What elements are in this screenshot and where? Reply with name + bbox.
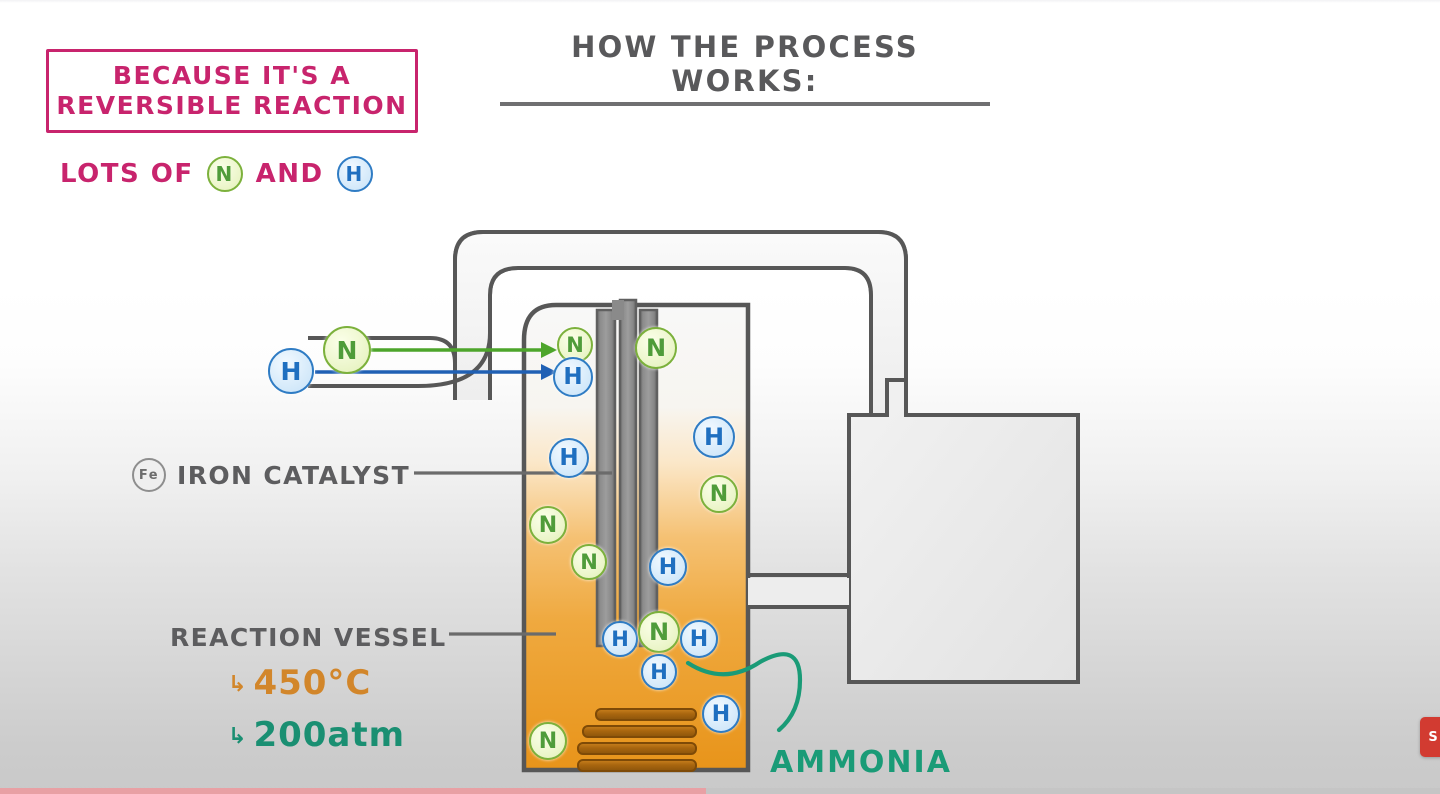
- video-progress-track[interactable]: [0, 788, 1440, 794]
- frame-top-edge: [0, 0, 1440, 3]
- iron-symbol-icon: Fe: [132, 458, 166, 492]
- heater-coils: [577, 708, 697, 772]
- nitrogen-chip: N: [206, 156, 243, 192]
- recycle-pipe-outer: [453, 230, 908, 430]
- nitrogen-chip-label: N: [215, 162, 234, 186]
- pressure-value: 200atm: [253, 715, 406, 755]
- iron-catalyst-text: IRON CATALYST: [177, 460, 411, 490]
- hydrogen-inlet-atom: H: [268, 348, 314, 394]
- iron-catalyst-label: Fe IRON CATALYST: [132, 458, 410, 492]
- ammonia-pointer-line: [685, 652, 803, 733]
- nitrogen-inlet-atom: N: [323, 326, 371, 374]
- corner-badge[interactable]: S: [1420, 717, 1440, 757]
- callout-line-2: REVERSIBLE REACTION: [56, 91, 408, 120]
- temperature-bullet-icon: ↳: [228, 672, 248, 697]
- reactants-note: LOTS OF N AND H: [60, 152, 373, 196]
- hydrogen-chip: H: [336, 156, 373, 192]
- ammonia-collection-tank: [847, 378, 1080, 684]
- callout-line-1: BECAUSE IT'S A: [112, 61, 352, 90]
- temperature-label: ↳450°C: [228, 663, 371, 703]
- reactants-note-prefix: LOTS OF: [60, 159, 194, 189]
- reversible-reaction-callout: BECAUSE IT'S A REVERSIBLE REACTION: [46, 49, 418, 133]
- vessel-to-tank-pipe-lower: [748, 573, 849, 609]
- reaction-vessel-label: REACTION VESSEL: [170, 623, 447, 652]
- page-title: HOW THE PROCESS WORKS:: [500, 30, 990, 106]
- hydrogen-inlet-atom-label: H: [280, 356, 302, 386]
- ammonia-label: AMMONIA: [770, 745, 952, 780]
- hydrogen-chip-label: H: [345, 162, 364, 186]
- video-progress-fill: [0, 788, 706, 794]
- nitrogen-feed-arrow: [371, 342, 557, 358]
- temperature-value: 450°C: [253, 663, 372, 703]
- nitrogen-inlet-atom-label: N: [336, 335, 358, 365]
- page-title-text: HOW THE PROCESS WORKS:: [500, 30, 990, 106]
- pressure-label: ↳200atm: [228, 715, 405, 755]
- pressure-bullet-icon: ↳: [228, 724, 248, 749]
- reactants-note-conjunction: AND: [255, 159, 324, 189]
